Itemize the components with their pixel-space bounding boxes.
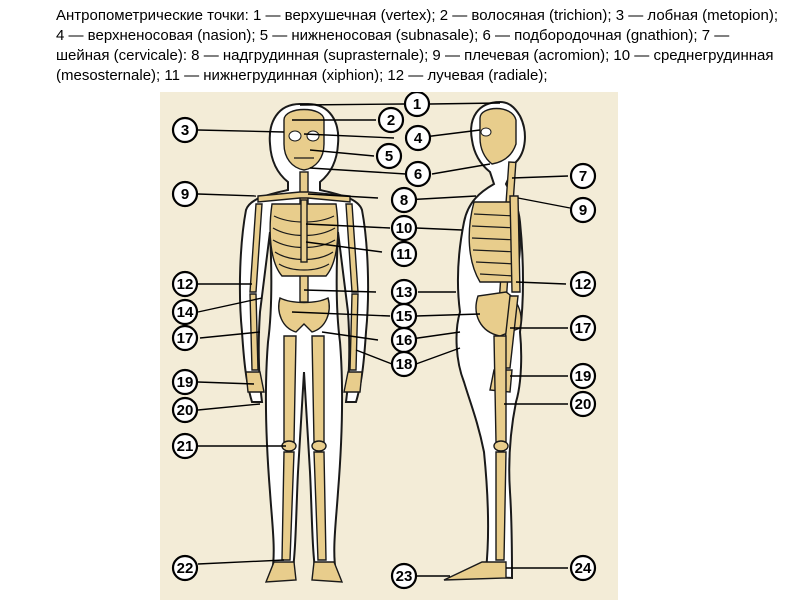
label-marker-17-side: 17 (569, 314, 597, 342)
label-circle (404, 160, 432, 188)
label-circle (377, 106, 405, 134)
label-marker-19: 19 (171, 368, 199, 396)
label-number: 17 (575, 320, 592, 337)
label-circle (171, 432, 199, 460)
label-number: 22 (177, 560, 194, 577)
label-marker-20-side: 20 (569, 390, 597, 418)
label-marker-20: 20 (171, 396, 199, 424)
label-marker-23: 23 (390, 562, 418, 590)
label-number: 19 (177, 374, 194, 391)
label-marker-9: 9 (171, 180, 199, 208)
label-number: 8 (400, 192, 408, 209)
label-circle (390, 186, 418, 214)
label-circle (569, 270, 597, 298)
label-circle (569, 314, 597, 342)
label-circle (569, 162, 597, 190)
label-marker-19-side: 19 (569, 362, 597, 390)
label-marker-7: 7 (569, 162, 597, 190)
label-circle (569, 362, 597, 390)
label-circle (375, 142, 403, 170)
label-number: 12 (575, 276, 592, 293)
label-circle (569, 554, 597, 582)
label-circle (569, 196, 597, 224)
label-number: 18 (396, 356, 413, 373)
label-number: 2 (387, 112, 395, 129)
label-number: 3 (181, 122, 189, 139)
label-marker-12: 12 (171, 270, 199, 298)
label-marker-1: 1 (403, 92, 431, 118)
label-marker-2: 2 (377, 106, 405, 134)
leader-lines (197, 102, 571, 577)
label-marker-14: 14 (171, 298, 199, 326)
label-marker-9-side: 9 (569, 196, 597, 224)
label-number: 11 (396, 246, 412, 263)
label-marker-11: 11 (390, 240, 418, 268)
caption-text: Антропометрические точки: 1 — верхушечна… (56, 7, 779, 84)
label-marker-16: 16 (390, 326, 418, 354)
label-number: 9 (181, 186, 189, 203)
label-number: 12 (177, 276, 194, 293)
label-number: 24 (575, 560, 592, 577)
label-circle (171, 324, 199, 352)
label-marker-10: 10 (390, 214, 418, 242)
label-number: 4 (414, 130, 423, 147)
label-marker-17: 17 (171, 324, 199, 352)
label-number: 19 (575, 368, 592, 385)
label-circle (171, 396, 199, 424)
label-circle (390, 214, 418, 242)
label-number: 14 (177, 304, 194, 321)
label-marker-4: 4 (404, 124, 432, 152)
label-number: 10 (396, 220, 413, 237)
label-circle (171, 368, 199, 396)
label-number: 1 (413, 96, 421, 113)
label-marker-3: 3 (171, 116, 199, 144)
label-number: 5 (385, 148, 393, 165)
label-circle (171, 554, 199, 582)
label-circle (390, 350, 418, 378)
label-circle (171, 116, 199, 144)
label-marker-12-side: 12 (569, 270, 597, 298)
label-number: 23 (396, 568, 413, 585)
label-circle (404, 124, 432, 152)
label-marker-6: 6 (404, 160, 432, 188)
label-number: 6 (414, 166, 422, 183)
label-marker-13: 13 (390, 278, 418, 306)
label-marker-22: 22 (171, 554, 199, 582)
label-circle (390, 562, 418, 590)
label-number: 13 (396, 284, 413, 301)
label-number: 7 (579, 168, 587, 185)
label-circle (171, 270, 199, 298)
label-marker-24: 24 (569, 554, 597, 582)
label-circle (569, 390, 597, 418)
label-marker-8: 8 (390, 186, 418, 214)
side-body (443, 100, 526, 581)
front-body (238, 103, 370, 583)
label-number: 20 (575, 396, 592, 413)
label-circle (390, 240, 418, 268)
label-circle (171, 180, 199, 208)
label-number: 16 (396, 332, 413, 349)
label-circle (171, 298, 199, 326)
label-number: 21 (177, 438, 194, 455)
label-marker-15: 15 (390, 302, 418, 330)
label-number: 20 (177, 402, 194, 419)
label-number: 15 (396, 308, 413, 325)
label-circle (403, 92, 431, 118)
label-number: 17 (177, 330, 194, 347)
label-marker-5: 5 (375, 142, 403, 170)
label-marker-21: 21 (171, 432, 199, 460)
label-number: 9 (579, 202, 587, 219)
label-marker-18: 18 (390, 350, 418, 378)
